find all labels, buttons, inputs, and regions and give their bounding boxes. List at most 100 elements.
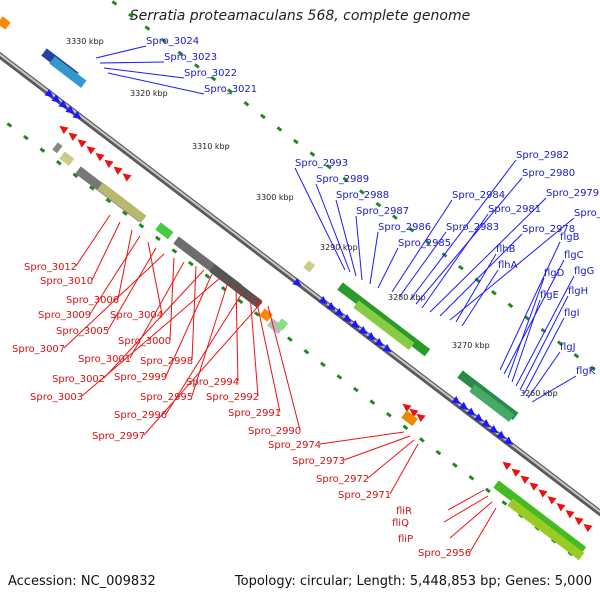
gene-leader-line [367, 439, 415, 479]
ruler-dot [204, 273, 211, 279]
gene-leader-line [343, 435, 411, 461]
gene-leader-line [255, 297, 281, 413]
ruler-dot [287, 336, 293, 342]
gene-label-plus: Spro_3022 [184, 68, 237, 79]
plus-strand-gene [382, 343, 392, 353]
gene-leader-line [249, 293, 259, 397]
ruler-dot [386, 412, 392, 418]
gene-label-minus: Spro_2996 [114, 410, 167, 421]
gene-label-plus: Spro_2980 [522, 168, 575, 179]
minus-strand-gene [529, 482, 539, 491]
ruler-dot [408, 227, 415, 233]
plus-strand-gene [366, 331, 376, 341]
ruler-dot [402, 424, 409, 431]
ruler-dot [105, 197, 112, 204]
gene-label-minus: Spro_2973 [292, 456, 345, 467]
gene-leader-line [117, 229, 133, 300]
ruler-dot [171, 248, 178, 254]
minus-strand-gene [409, 408, 419, 418]
gene-label-plus: flgD [544, 268, 565, 279]
minus-strand-gene [520, 475, 530, 484]
gene-leader-line [103, 269, 205, 379]
ruler-dot [589, 365, 596, 372]
gene-leader-line [409, 159, 517, 301]
gene-label-minus: Spro_3000 [118, 336, 171, 347]
minus-strand-gene [538, 489, 548, 498]
ruler-dot [501, 500, 508, 506]
plus-strand-gene [473, 413, 484, 422]
minus-strand-gene [547, 496, 557, 505]
gene-leader-line [95, 45, 147, 59]
plus-strand-gene [503, 436, 514, 445]
ruler-dot [237, 298, 244, 305]
ruler-dot [474, 277, 481, 283]
plus-strand-gene [458, 401, 469, 411]
minus-strand-gene [583, 523, 593, 533]
feature-bar [59, 151, 75, 166]
gene-leader-line [143, 301, 263, 436]
gene-label-minus: Spro_2992 [206, 392, 259, 403]
gene-leader-line [369, 231, 379, 285]
ruler-dot [452, 462, 458, 468]
gene-label-plus: flgJ [560, 342, 576, 353]
plus-strand-gene [65, 105, 75, 114]
gene-label-minus: Spro_3006 [66, 295, 119, 306]
ruler-dot [161, 38, 167, 44]
gene-label-minus: Spro_3012 [24, 262, 77, 273]
gene-leader-line [319, 431, 405, 445]
ruler-dot [276, 126, 283, 132]
gene-leader-line [455, 253, 497, 323]
ruler-dot [435, 449, 442, 456]
gene-label-plus: Spro_3024 [146, 36, 199, 47]
ruler-dot [88, 185, 95, 191]
ruler-dot [188, 260, 194, 267]
scale-label: 3310 kbp [192, 142, 230, 151]
gene-leader-line [519, 295, 569, 391]
gene-label-plus: flgB [560, 232, 580, 243]
plus-strand-gene [292, 277, 302, 287]
ruler-dot [419, 437, 425, 443]
gene-leader-line [499, 241, 561, 371]
gene-leader-line [107, 72, 205, 95]
ruler-dot [253, 311, 260, 317]
ruler-dot [293, 138, 299, 145]
ruler-dot [227, 88, 233, 94]
ruler-dot [56, 160, 62, 166]
gene-label-minus: fliR [396, 506, 412, 517]
minus-strand-gene [502, 461, 512, 471]
ruler-dot [320, 361, 326, 368]
ruler-dot [128, 12, 134, 19]
scale-label: 3290 kbp [320, 243, 358, 252]
gene-leader-line [449, 217, 575, 321]
gene-leader-line [335, 199, 357, 277]
gene-leader-line [89, 235, 141, 315]
ruler-dot [111, 0, 118, 6]
plus-strand-gene [496, 430, 506, 440]
feature-bar [259, 308, 273, 322]
gene-label-plus: Spro_2985 [398, 238, 451, 249]
plus-strand-gene [326, 301, 336, 311]
plus-strand-gene [318, 295, 328, 305]
gene-leader-line [191, 281, 229, 397]
genome-summary-text: Topology: circular; Length: 5,448,853 bp… [234, 574, 592, 589]
minus-strand-gene [113, 166, 123, 175]
minus-strand-gene [95, 152, 105, 162]
scale-label: 3330 kbp [66, 37, 104, 46]
gene-label-minus: fliQ [392, 518, 409, 529]
plus-strand-gene [374, 337, 384, 347]
ruler-dot [210, 75, 217, 82]
plus-strand-gene [342, 313, 352, 323]
gene-label-minus: Spro_3005 [56, 326, 109, 337]
feature-bar [337, 282, 431, 357]
gene-leader-line [81, 277, 221, 397]
ruler-dot [144, 25, 151, 31]
plus-strand-gene [334, 307, 344, 317]
feature-bar [49, 56, 87, 88]
gene-label-minus: Spro_2997 [92, 431, 145, 442]
ruler-dot [303, 349, 310, 355]
gene-leader-line [461, 269, 499, 327]
ruler-dot [353, 386, 359, 393]
feature-bar [401, 410, 418, 427]
